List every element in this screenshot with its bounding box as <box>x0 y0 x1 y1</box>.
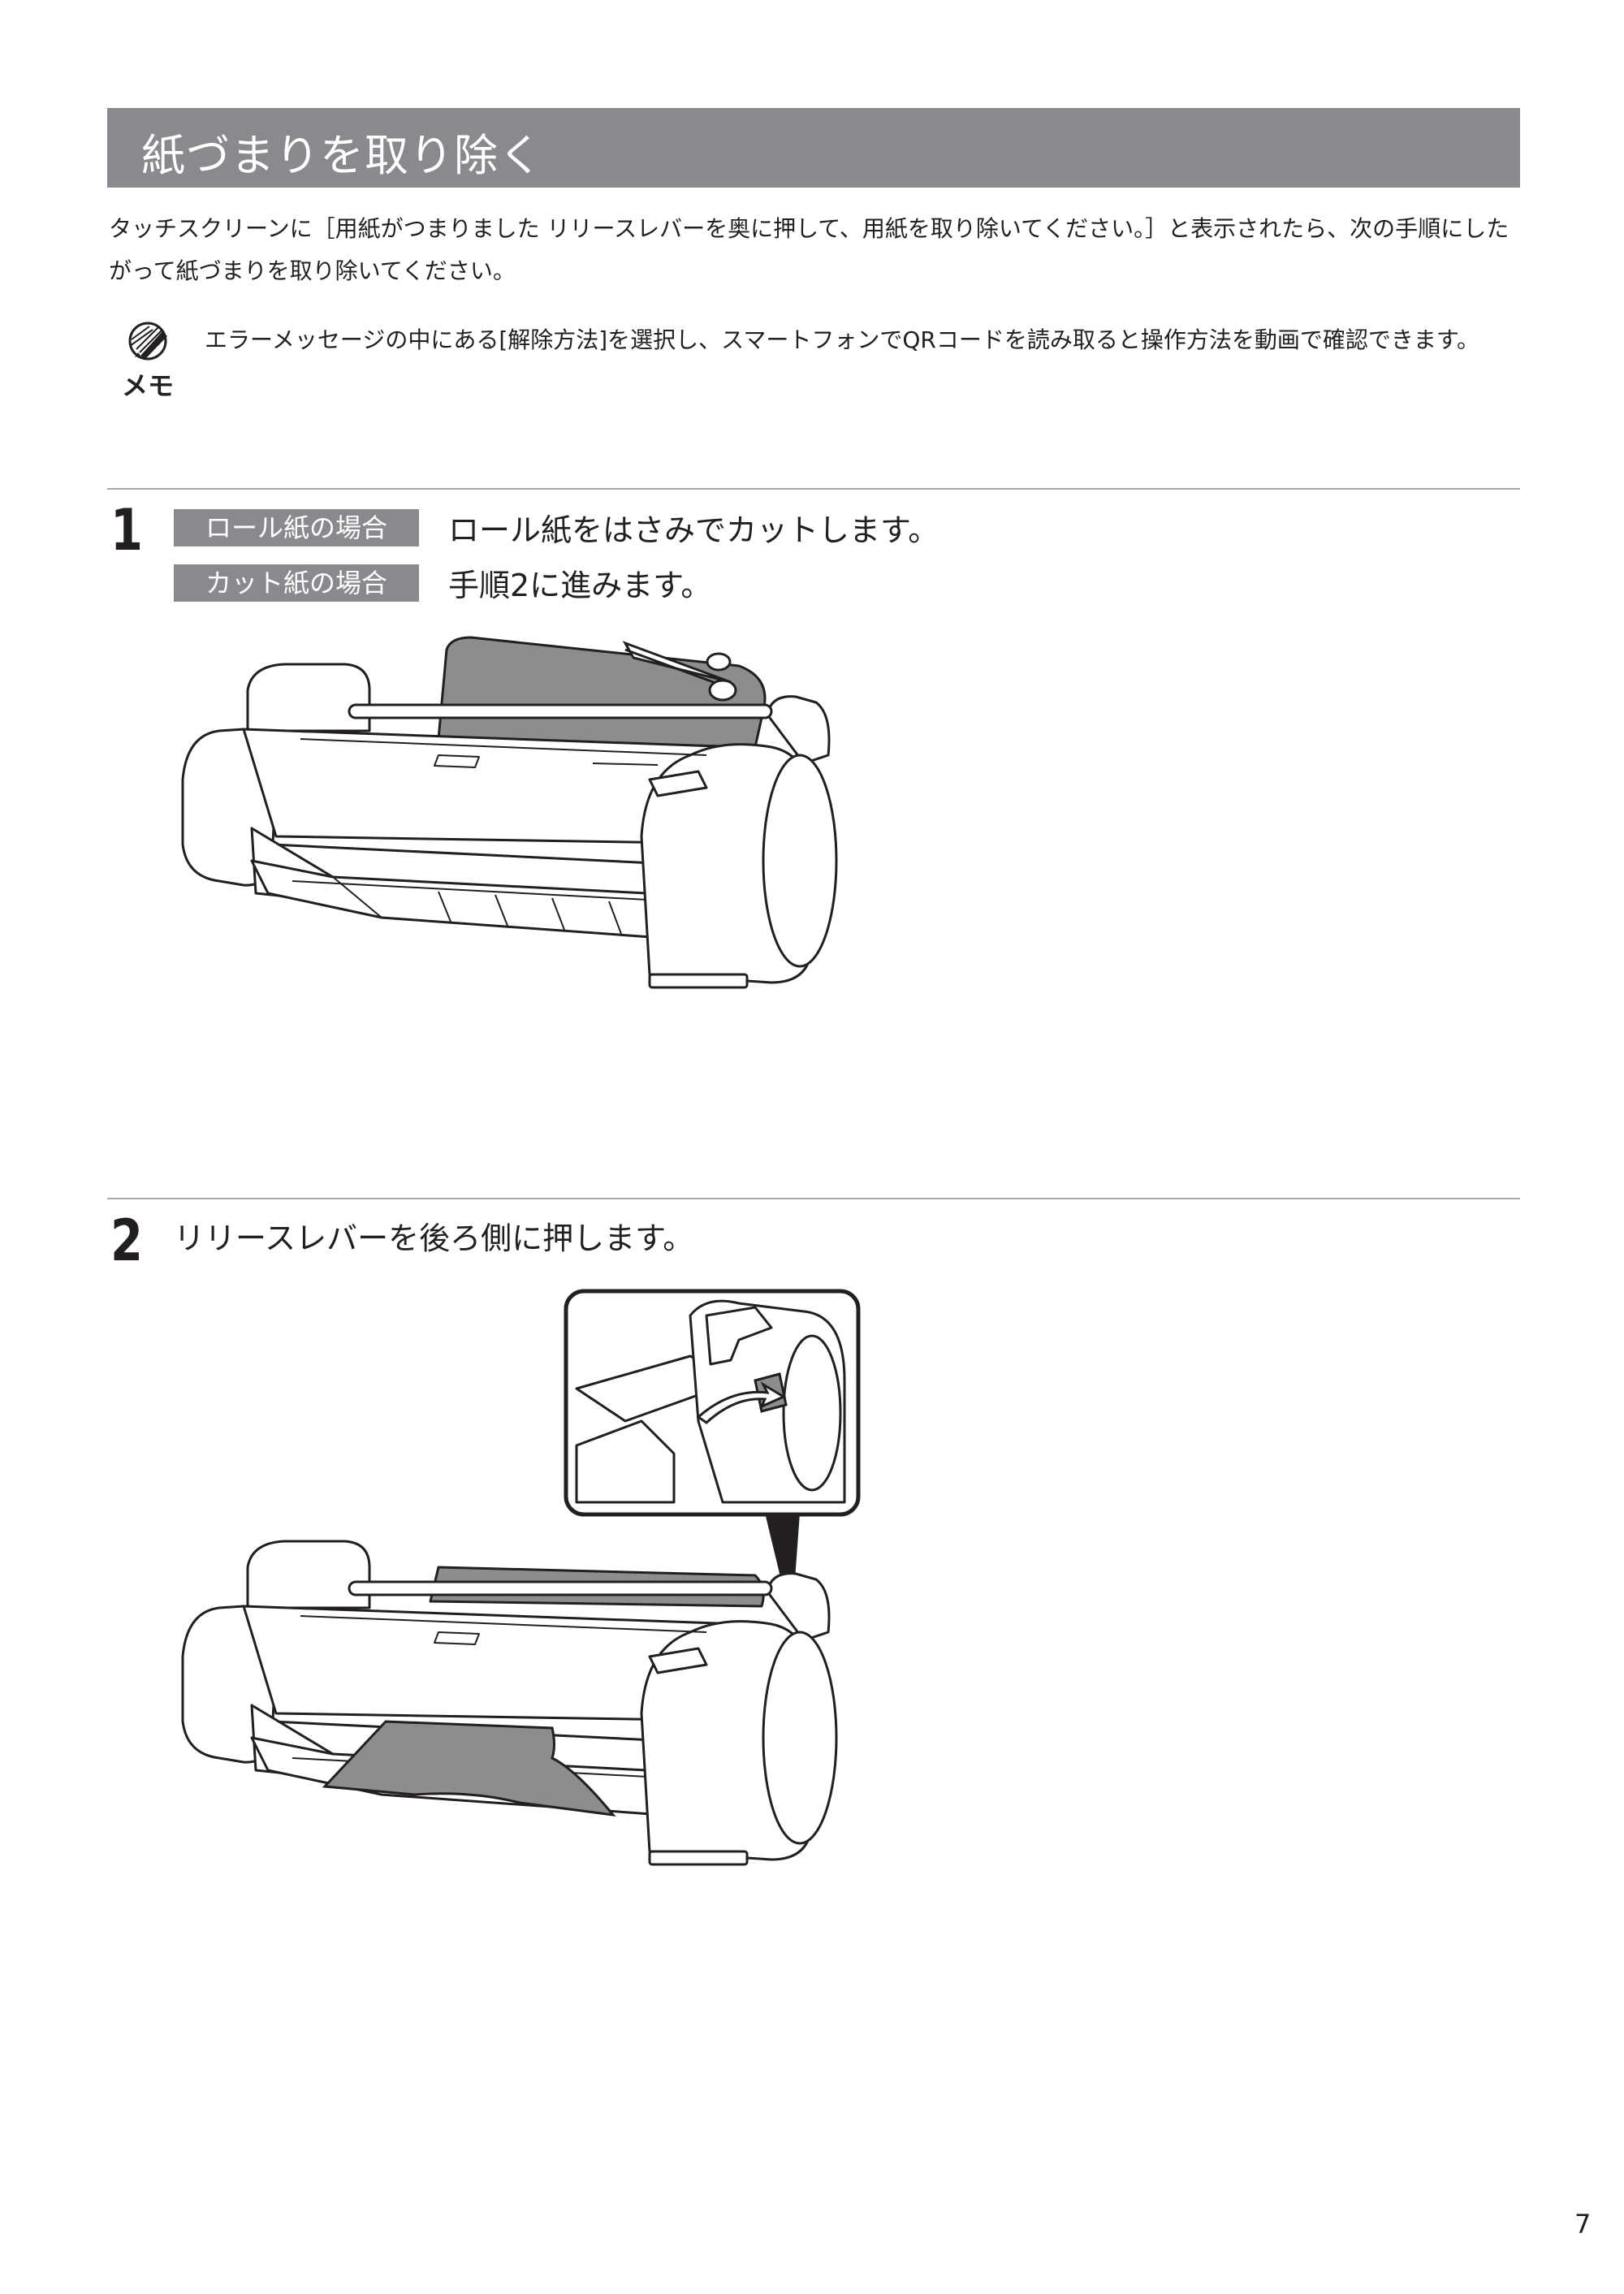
memo-icon: メモ <box>120 320 188 401</box>
step-1-divider <box>107 488 1520 490</box>
release-lever-callout <box>564 1289 861 1517</box>
step-2-divider <box>107 1198 1520 1199</box>
case-label-roll: ロール紙の場合 <box>174 509 419 546</box>
step-1-number: 1 <box>110 497 143 564</box>
arrow-icon <box>696 1381 787 1424</box>
case-label-cut: カット紙の場合 <box>174 564 419 602</box>
memo-pencil-icon: メモ <box>122 322 174 400</box>
section-title-bar: 紙づまりを取り除く <box>107 108 1520 188</box>
jammed-paper <box>322 1720 616 1817</box>
case-text-cut: 手順2に進みます。 <box>448 568 712 603</box>
intro-paragraph: タッチスクリーンに［用紙がつまりました リリースレバーを奥に押して、用紙を取り除… <box>109 215 1510 284</box>
printer-release-lever-figure <box>181 1289 861 1866</box>
step-2-text: リリースレバーを後ろ側に押します。 <box>174 1220 694 1256</box>
case-text-roll: ロール紙をはさみでカットします。 <box>448 512 939 548</box>
page-title: 紙づまりを取り除く <box>141 130 543 181</box>
step-2-number: 2 <box>110 1207 143 1274</box>
memo-text: エラーメッセージの中にある[解除方法]を選択し、スマートフォンでQRコードを読み… <box>205 326 1480 353</box>
page-number: 7 <box>1574 2209 1592 2240</box>
printer-cut-roll-figure <box>181 636 838 989</box>
scissors-icon <box>622 641 737 702</box>
memo-icon-label: メモ <box>122 371 174 400</box>
